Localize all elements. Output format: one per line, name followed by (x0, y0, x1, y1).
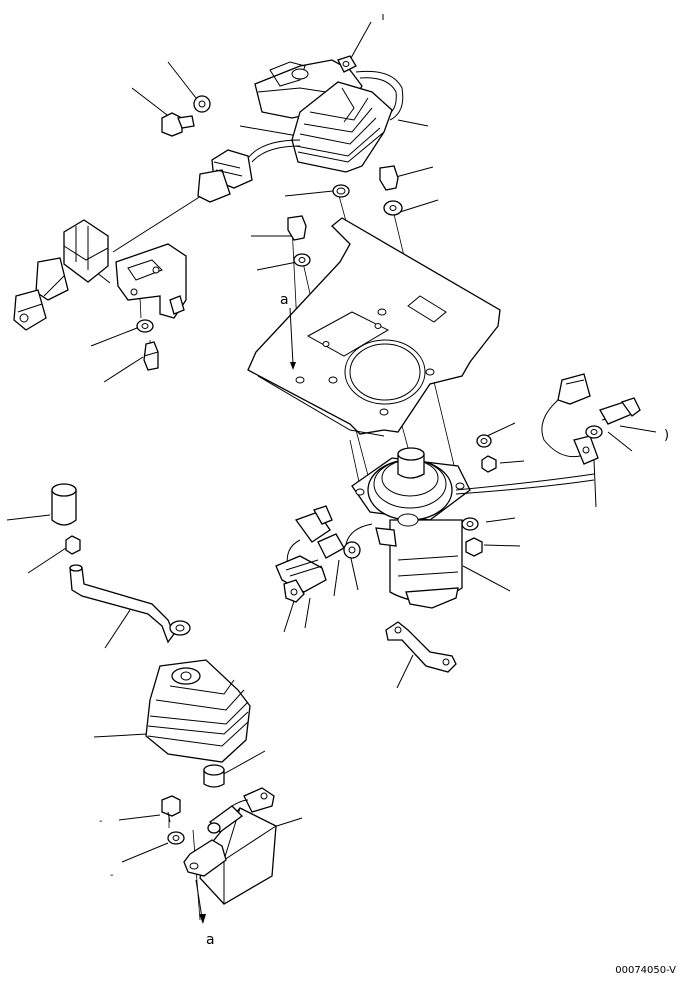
lever-and-knob (51, 483, 191, 644)
left-connector-bracket (13, 219, 187, 371)
lower-bracket (385, 621, 457, 673)
drawing-number: 00074050-V (615, 965, 676, 976)
leader-lines (6, 14, 657, 863)
upper-fasteners (287, 165, 403, 267)
dash-callout-2: - (110, 870, 114, 881)
ref-a-bottom-label: a (206, 932, 215, 948)
lower-boot (145, 659, 251, 788)
control-valve-assembly (345, 434, 595, 609)
paren-callout: ) (664, 428, 669, 443)
ref-a-top-label: a (280, 292, 289, 308)
upper-boot-assembly (161, 55, 404, 203)
dash-callout-1: - (99, 816, 103, 827)
bottom-switch-assembly: a - - (99, 787, 277, 948)
valve-side-connector (275, 505, 361, 603)
mounting-plate: a (247, 217, 501, 437)
right-connector-bolt: ) (541, 373, 669, 465)
